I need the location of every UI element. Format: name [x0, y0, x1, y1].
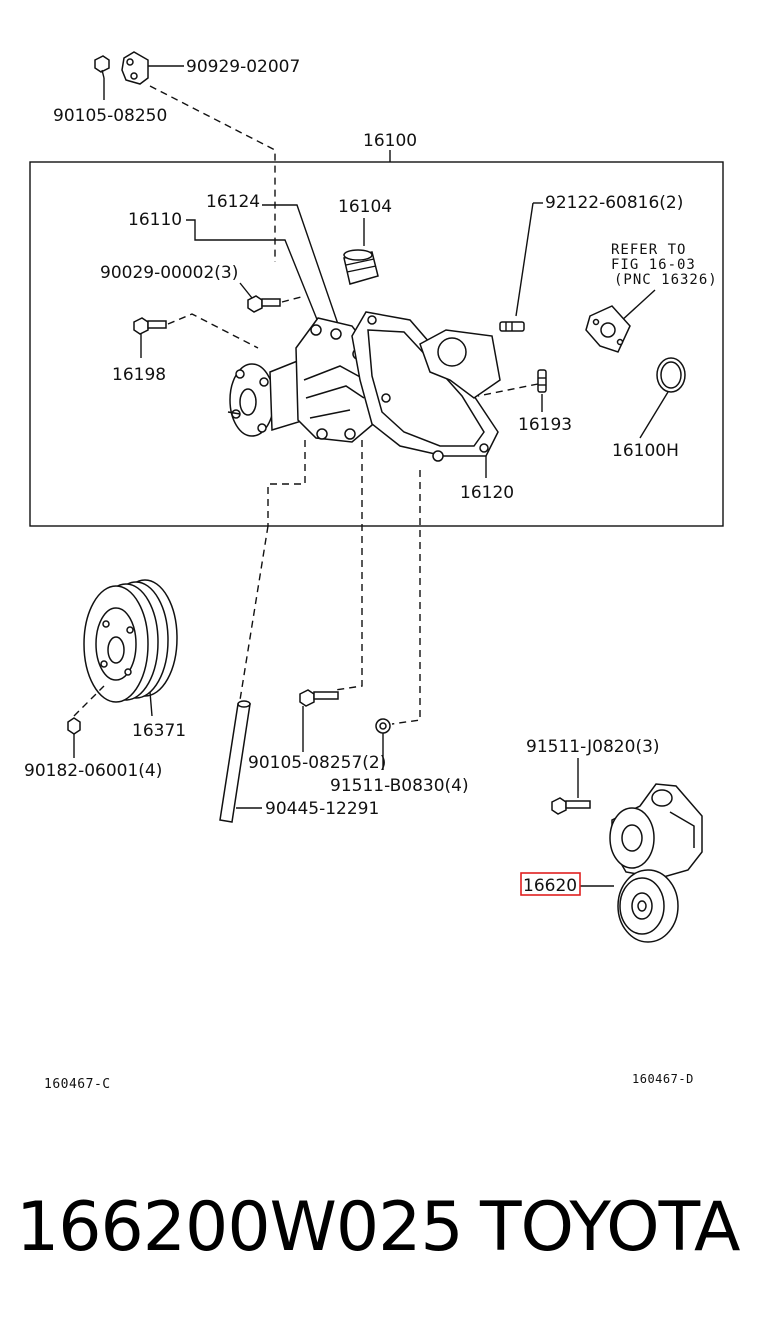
caption-bar: 166200W025 TOYOTA — [0, 1188, 760, 1278]
label-16371: 16371 — [132, 721, 186, 741]
label-90182-06001: 90182-06001(4) — [24, 761, 162, 781]
label-16110: 16110 — [128, 210, 182, 230]
label-16100H: 16100H — [612, 441, 679, 461]
part-92122-stud — [499, 321, 525, 332]
part-16620-tensioner — [609, 783, 703, 943]
part-90105-08257-bolt — [299, 689, 339, 707]
label-90029-00002: 90029-00002(3) — [100, 263, 238, 283]
part-16193-stud — [537, 369, 547, 393]
brand-text: TOYOTA — [480, 1188, 740, 1267]
label-16120: 16120 — [460, 483, 514, 503]
part-90182-bolt — [67, 717, 81, 758]
label-90105-08250: 90105-08250 — [53, 106, 167, 126]
refer-line-1: REFER TO — [611, 242, 686, 258]
highlight-box-16620 — [520, 872, 581, 896]
label-90105-08257: 90105-08257(2) — [248, 753, 386, 773]
label-92122-60816: 92122-60816(2) — [545, 193, 683, 213]
assembly-box-16100 — [29, 161, 724, 527]
part-16104-bypass-hose — [343, 249, 379, 285]
bracket-90929-02007 — [121, 51, 149, 85]
part-91511-J0820-bolt — [551, 797, 591, 815]
part-number-text: 166200W025 — [16, 1188, 464, 1267]
part-90445-pipe — [219, 700, 251, 823]
label-16193: 16193 — [518, 415, 572, 435]
part-16198-bolt — [133, 317, 167, 335]
figure-code-left: 160467-C — [44, 1077, 111, 1092]
label-16620: 16620 — [523, 876, 577, 896]
figure-code-right: 160467-D — [632, 1072, 694, 1086]
parts-diagram: 90929-02007 90105-08250 16100 16124 1611… — [24, 51, 724, 1092]
label-16198: 16198 — [112, 365, 166, 385]
bolt-90105-08250 — [94, 55, 110, 79]
part-90029-bolt — [247, 295, 281, 313]
label-91511-J0820: 91511-J0820(3) — [526, 737, 660, 757]
part-16326-gasket — [585, 305, 631, 353]
label-91511-B0830: 91511-B0830(4) — [330, 776, 469, 796]
refer-line-2: FIG 16-03 — [611, 257, 696, 273]
part-91511-B0830-nut — [375, 718, 391, 734]
label-16124: 16124 — [206, 192, 260, 212]
label-16104: 16104 — [338, 197, 392, 217]
refer-line-3: (PNC 16326) — [614, 272, 718, 288]
part-16100H-o-ring — [656, 357, 686, 393]
part-16120-housing — [351, 311, 501, 462]
label-90445-12291: 90445-12291 — [265, 799, 379, 819]
label-16100: 16100 — [363, 131, 417, 151]
part-16371-pulley — [83, 579, 178, 703]
label-90929-02007: 90929-02007 — [186, 57, 300, 77]
